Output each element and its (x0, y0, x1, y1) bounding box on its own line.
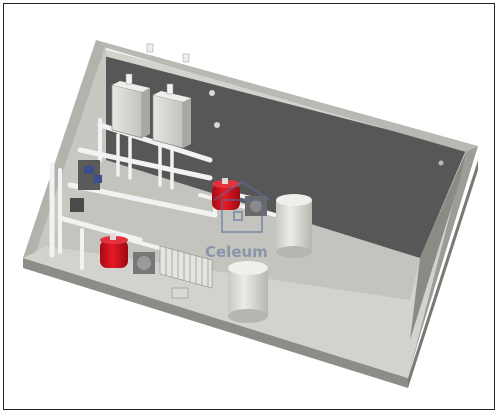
watermark: Celeum (205, 180, 271, 261)
left-wall-rim (23, 40, 106, 258)
wall-outlet-2 (214, 122, 220, 128)
wall-outlet-1 (209, 90, 215, 96)
pump-unit-low (133, 252, 155, 274)
watermark-text: Celeum (205, 243, 268, 261)
floor-slab-front (23, 258, 408, 388)
expansion-tank-upper (212, 178, 240, 210)
pump-blue-1 (84, 166, 94, 174)
right-wall-inner (410, 152, 466, 340)
expansion-tank-lower (100, 233, 128, 268)
valve-block-1 (70, 198, 84, 212)
back-wall (100, 55, 466, 258)
flue-pipe-2 (182, 53, 190, 63)
floor-shadow (46, 160, 420, 300)
boiler-right (152, 83, 191, 149)
boiler-right-flue (166, 83, 174, 95)
floor-drain (171, 287, 189, 299)
flue-pipe-1 (146, 43, 154, 53)
boiler-left-flue (125, 73, 133, 85)
boiler-left (111, 73, 150, 139)
pump-manifold (70, 160, 102, 212)
back-wall-rim (96, 40, 478, 152)
floor-slab-right (408, 160, 478, 388)
wall-outlet-3 (438, 160, 444, 166)
pipe-lower-run (57, 215, 143, 243)
storage-tank-rear (276, 194, 312, 258)
radiator (159, 245, 213, 289)
pump-blue-2 (94, 175, 102, 183)
house-icon (213, 180, 271, 233)
wall-fixtures (146, 43, 444, 166)
storage-tank-front (228, 261, 268, 323)
